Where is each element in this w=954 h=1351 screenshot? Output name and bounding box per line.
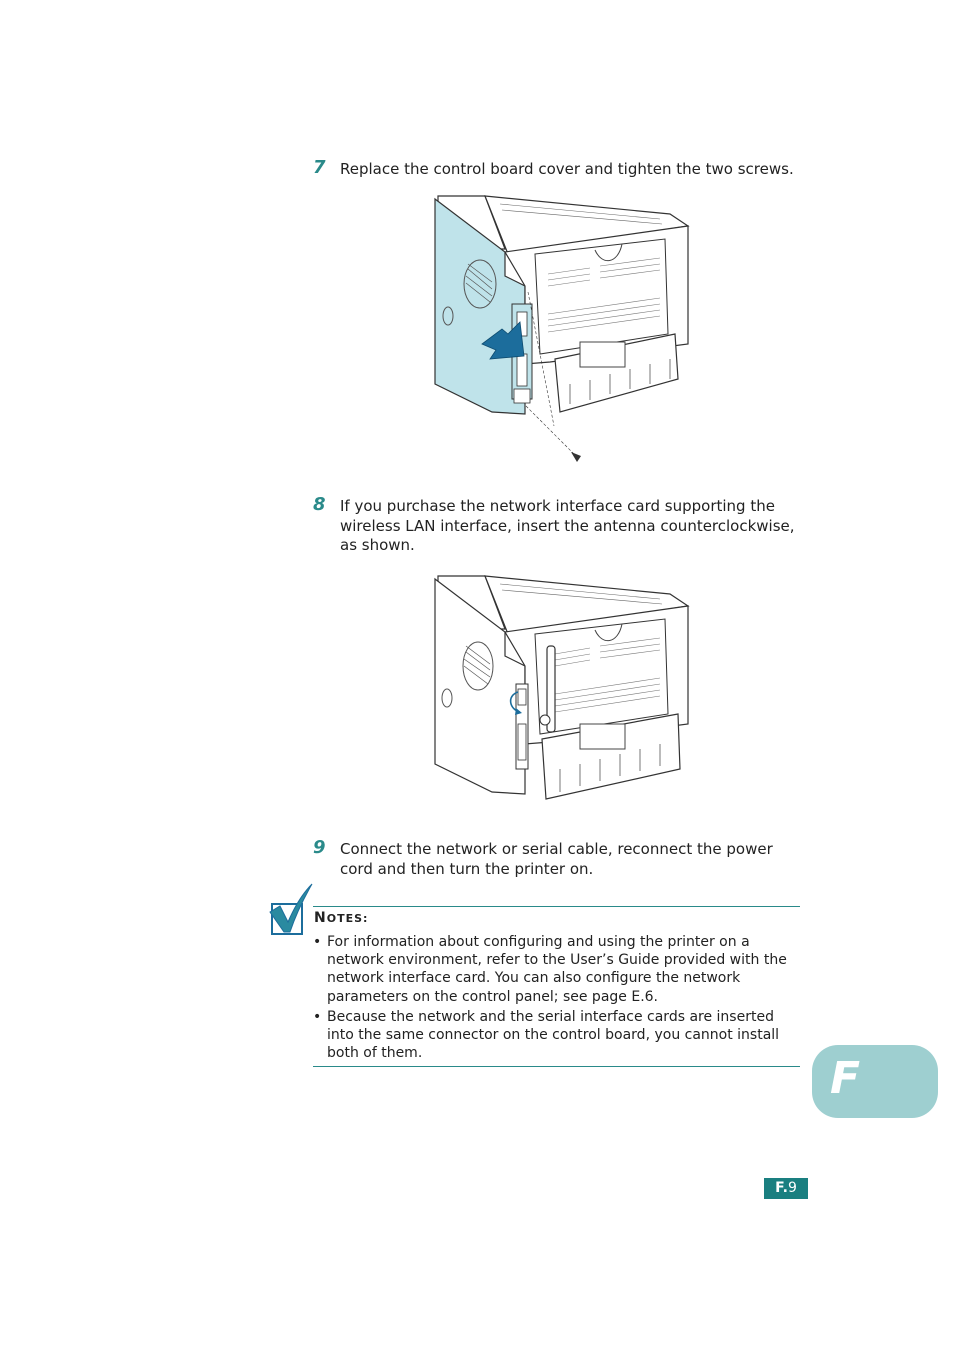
notes-list: •For information about configuring and u… [313, 933, 800, 1064]
step-number: 8 [313, 494, 326, 515]
step-text: If you purchase the network interface ca… [340, 497, 795, 554]
chapter-letter: F [830, 1053, 861, 1104]
step-text: Replace the control board cover and tigh… [340, 160, 794, 178]
step-text: Connect the network or serial cable, rec… [340, 840, 773, 878]
checkmark-note-icon [269, 883, 313, 935]
step-number: 9 [313, 837, 326, 858]
step-number: 7 [313, 157, 326, 178]
list-item: •Because the network and the serial inte… [313, 1008, 780, 1062]
notes-box: NOTES: •For information about configurin… [313, 906, 800, 1067]
notes-title: NOTES: [314, 910, 369, 926]
list-item: •For information about configuring and u… [313, 934, 787, 1005]
page-number: F.9 [764, 1178, 808, 1199]
chapter-tab: F [812, 1045, 938, 1118]
antenna-illustration [434, 575, 690, 800]
printer-cover-illustration [434, 195, 690, 462]
